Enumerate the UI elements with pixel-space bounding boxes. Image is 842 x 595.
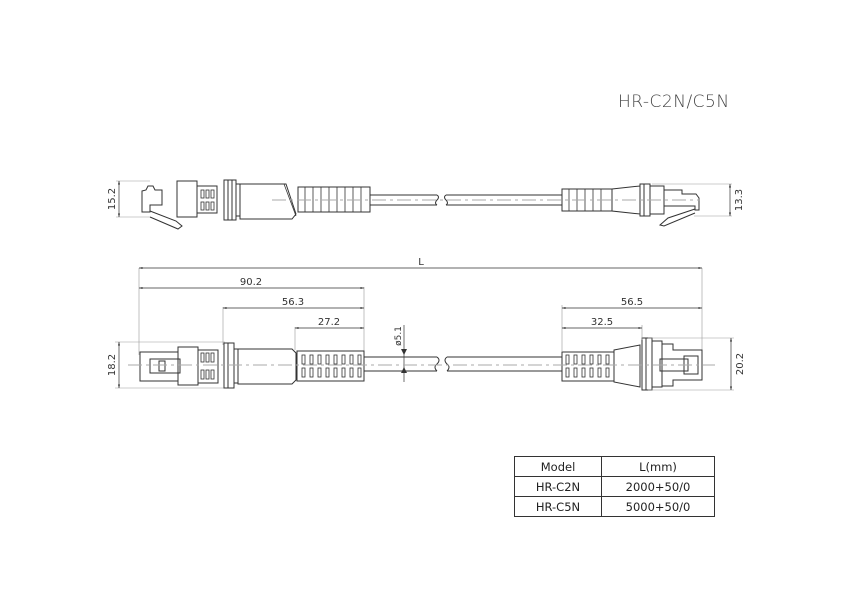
side-left-height-label: 15.2 (107, 188, 118, 210)
cell-model: HR-C2N (514, 476, 602, 497)
top-left-height-label: 18.2 (107, 354, 118, 376)
side-view (116, 179, 732, 230)
dim-32-5-label: 32.5 (591, 317, 613, 328)
spec-table: Model L(mm) HR-C2N 2000+50/0 HR-C5N 5000… (514, 456, 715, 517)
drawing-title: HR-C2N/C5N (618, 92, 730, 112)
dim-56-3-label: 56.3 (282, 297, 304, 308)
dim-27-2-label: 27.2 (318, 317, 340, 328)
dim-90-2-label: 90.2 (240, 277, 262, 288)
side-right-height-label: 13.3 (734, 189, 745, 211)
table-row: HR-C2N 2000+50/0 (514, 476, 715, 497)
cable-diameter-label: ø5.1 (394, 326, 404, 346)
spec-table-header: Model L(mm) (514, 456, 715, 477)
header-model: Model (514, 456, 602, 477)
cell-length: 2000+50/0 (601, 476, 715, 497)
table-row: HR-C5N 5000+50/0 (514, 496, 715, 517)
top-view (115, 266, 734, 391)
dim-56-5-label: 56.5 (621, 297, 643, 308)
cell-model: HR-C5N (514, 496, 602, 517)
overall-length-label: L (418, 257, 424, 268)
header-length: L(mm) (601, 456, 715, 477)
cell-length: 5000+50/0 (601, 496, 715, 517)
top-right-height-label: 20.2 (735, 353, 746, 375)
